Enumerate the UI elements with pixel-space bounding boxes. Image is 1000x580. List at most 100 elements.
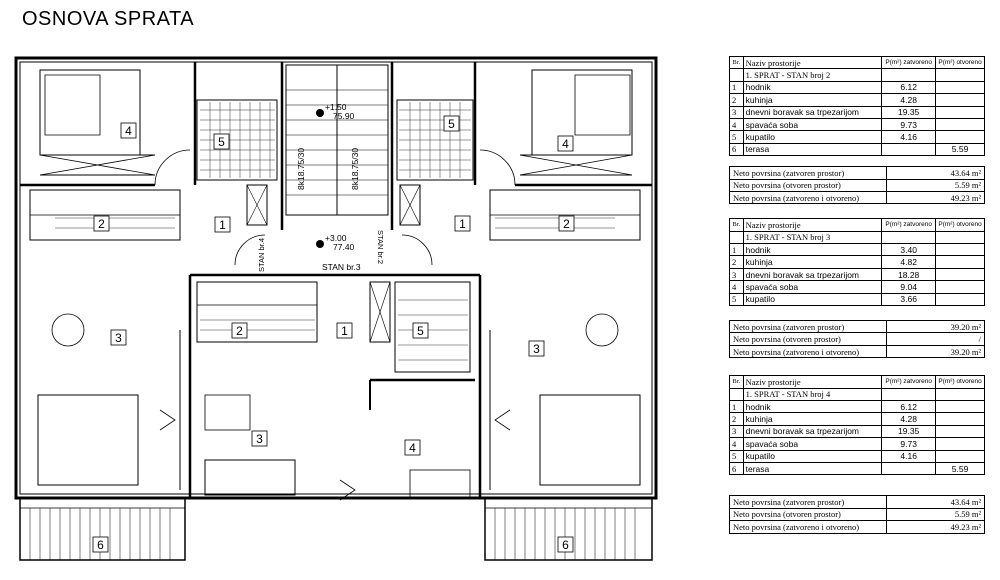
table-cell: 5 bbox=[729, 130, 744, 144]
table-cell: 9.73 bbox=[881, 437, 937, 451]
steps-right: 8k18.75/30 bbox=[350, 148, 360, 190]
table-cell: Neto povrsina (otvoren prostor) bbox=[729, 507, 887, 522]
summary-row: Neto povrsina (zatvoren prostor)43.64 m² bbox=[729, 166, 985, 180]
table-cell bbox=[935, 93, 985, 107]
table-cell bbox=[935, 280, 985, 294]
table-cell: 1 bbox=[729, 243, 744, 257]
room-label: 5 bbox=[448, 117, 455, 131]
table-cell bbox=[729, 68, 744, 82]
table-cell bbox=[881, 461, 937, 476]
table-cell bbox=[935, 130, 985, 144]
room-label: 4 bbox=[125, 124, 132, 138]
table-cell: kuhinja bbox=[742, 255, 883, 269]
table-cell: Neto povrsina (zatvoren prostor) bbox=[729, 495, 887, 509]
table-cell: 9.04 bbox=[881, 280, 937, 294]
level-mark-mid-sub: 77.40 bbox=[333, 242, 355, 252]
table-cell: 4.16 bbox=[881, 449, 937, 463]
table-cell: 43.64 m² bbox=[886, 495, 985, 509]
table-cell bbox=[935, 424, 985, 439]
table-section: 1. SPRAT - STAN broj 2 bbox=[742, 68, 883, 82]
summary-row: Neto povrsina (otvoren prostor)5.59 m² bbox=[729, 178, 985, 192]
table-cell: 5.59 m² bbox=[886, 507, 985, 522]
table-cell: 19.35 bbox=[881, 424, 937, 439]
table-cell: kupatilo bbox=[742, 130, 883, 144]
table-cell bbox=[881, 142, 937, 157]
table-cell: P(m²) otvoreno bbox=[935, 218, 985, 232]
outer-wall-inner bbox=[19, 61, 653, 495]
table-cell bbox=[729, 230, 744, 245]
table-cell: Neto povrsina (zatvoreno i otvoreno) bbox=[729, 344, 887, 359]
table-cell bbox=[935, 105, 985, 119]
summary-row: Neto povrsina (zatvoren prostor)39.20 m² bbox=[729, 320, 985, 334]
table-cell: Neto povrsina (otvoren prostor) bbox=[729, 332, 887, 346]
table-cell: 4.28 bbox=[881, 93, 937, 107]
table-row: 1. SPRAT - STAN broj 3 bbox=[729, 230, 985, 245]
table-cell: 39.20 m² bbox=[886, 320, 985, 334]
summary-table-stan-4: Neto povrsina (zatvoren prostor)43.64 m²… bbox=[729, 495, 985, 534]
table-cell: 9.73 bbox=[881, 117, 937, 132]
room-label: 1 bbox=[459, 217, 466, 231]
table-cell bbox=[935, 117, 985, 132]
table-cell bbox=[935, 230, 985, 245]
room-label: 2 bbox=[236, 324, 243, 338]
table-cell: 4 bbox=[729, 280, 744, 294]
table-cell: Br. bbox=[729, 218, 744, 232]
table-cell: 4.28 bbox=[881, 412, 937, 426]
stan4-label: STAN br.4 bbox=[257, 238, 266, 272]
table-cell: 49.23 m² bbox=[886, 190, 985, 205]
table-cell: Neto povrsina (zatvoren prostor) bbox=[729, 320, 887, 334]
table-cell: 4 bbox=[729, 437, 744, 451]
table-cell: Neto povrsina (zatvoreno i otvoreno) bbox=[729, 520, 887, 534]
table-cell: dnevni boravak sa trpezarijom bbox=[742, 105, 883, 119]
table-cell bbox=[935, 399, 985, 414]
level-mark-top: +1.50 bbox=[325, 102, 347, 112]
table-cell: P(m²) zatvoreno bbox=[881, 55, 937, 70]
level-mark-mid: +3.00 bbox=[325, 233, 347, 243]
table-cell: 2 bbox=[729, 93, 744, 107]
room-label: 5 bbox=[417, 324, 424, 338]
outer-wall bbox=[14, 56, 658, 500]
room-label: 3 bbox=[256, 432, 263, 446]
steps-left: 8k18.75/30 bbox=[296, 148, 306, 190]
table-cell: Naziv prostorije bbox=[742, 375, 883, 389]
level-marker-icon bbox=[316, 240, 324, 248]
table-cell: hodnik bbox=[742, 399, 883, 414]
summary-row: Neto povrsina (zatvoreno i otvoreno)49.2… bbox=[729, 190, 985, 205]
table-cell: Neto povrsina (zatvoreno i otvoreno) bbox=[729, 190, 887, 205]
table-cell: 2 bbox=[729, 412, 744, 426]
table-cell: hodnik bbox=[742, 80, 883, 95]
table-cell: Neto povrsina (otvoren prostor) bbox=[729, 178, 887, 192]
table-cell: 3 bbox=[729, 105, 744, 119]
table-row: Br. Naziv prostorije P(m²) zatvoreno P(m… bbox=[729, 55, 985, 70]
table-cell: hodnik bbox=[742, 243, 883, 257]
table-cell bbox=[935, 255, 985, 269]
room-label: 6 bbox=[97, 538, 104, 552]
room-label: 3 bbox=[115, 331, 122, 345]
table-cell: P(m²) otvoreno bbox=[935, 375, 985, 389]
table-cell: 39.20 m² bbox=[886, 344, 985, 359]
summary-row: Neto povrsina (otvoren prostor)5.59 m² bbox=[729, 507, 985, 522]
table-cell bbox=[881, 68, 937, 82]
table-cell: kuhinja bbox=[742, 93, 883, 107]
page-title: OSNOVA SPRATA bbox=[22, 8, 195, 30]
table-cell bbox=[935, 412, 985, 426]
table-row: Br. Naziv prostorije P(m²) zatvoreno P(m… bbox=[729, 218, 985, 232]
room-table-stan-4: Br. Naziv prostorije P(m²) zatvoreno P(m… bbox=[729, 375, 985, 476]
table-cell: 5.59 m² bbox=[886, 178, 985, 192]
table-cell: 4.16 bbox=[881, 130, 937, 144]
table-cell: terasa bbox=[742, 461, 883, 476]
stan3-label: STAN br.3 bbox=[322, 262, 361, 272]
table-cell: P(m²) otvoreno bbox=[935, 55, 985, 70]
summary-row: Neto povrsina (zatvoren prostor)43.64 m² bbox=[729, 495, 985, 509]
